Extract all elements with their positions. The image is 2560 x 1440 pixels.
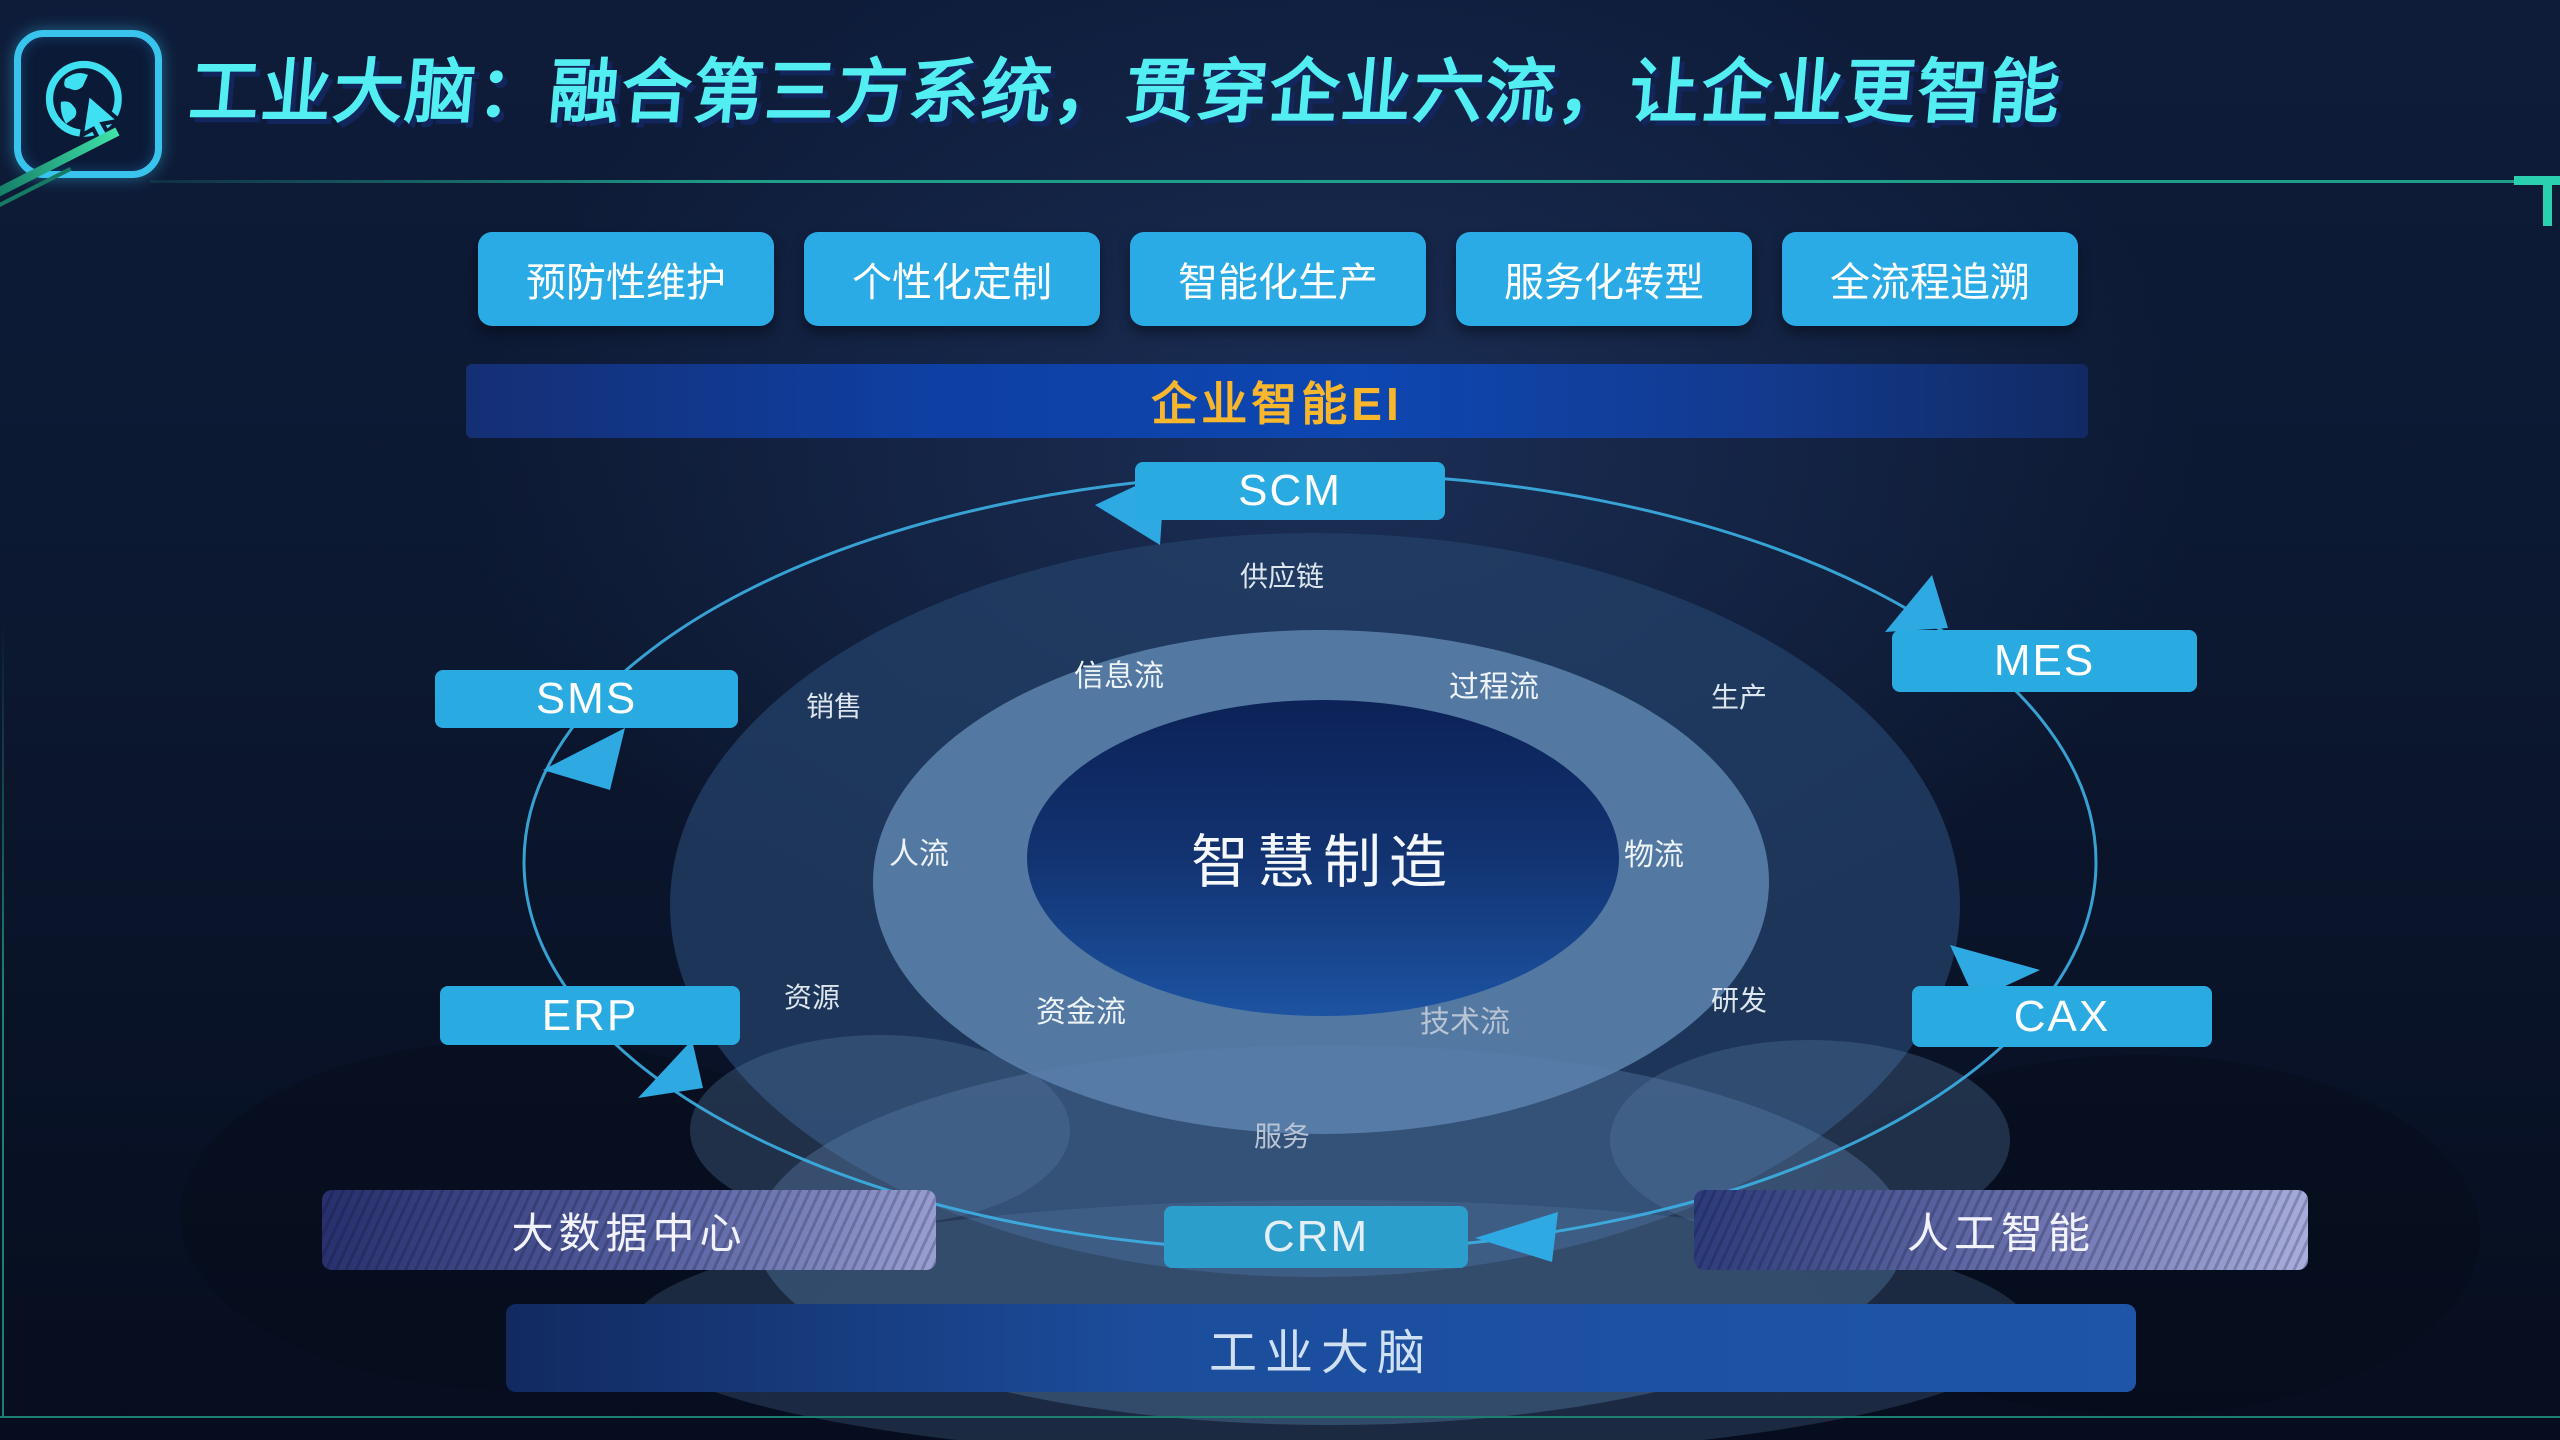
label-resource: 资源 <box>783 982 841 1013</box>
platform-big-data-center: 大数据中心 <box>322 1190 936 1270</box>
node-erp[interactable]: ERP <box>440 986 740 1045</box>
arrow-erp <box>638 1040 703 1098</box>
platform-big-data-label: 大数据中心 <box>511 1209 747 1257</box>
bottom-frame-line <box>0 1416 2560 1418</box>
node-cax[interactable]: CAX <box>1912 986 2212 1047</box>
globe-cursor-icon <box>45 60 124 150</box>
scenario-button-row: 预防性维护 个性化定制 智能化生产 服务化转型 全流程追溯 <box>478 232 2078 326</box>
corner-bracket-vertical <box>2543 176 2552 226</box>
node-sms[interactable]: SMS <box>435 670 738 728</box>
label-production: 生产 <box>1710 682 1768 713</box>
button-preventive-maintenance[interactable]: 预防性维护 <box>478 232 774 326</box>
arrow-sms <box>543 728 625 790</box>
label-logistics-flow: 物流 <box>1624 839 1684 872</box>
arrow-crm <box>1475 1212 1558 1262</box>
button-full-process-traceability[interactable]: 全流程追溯 <box>1782 232 2078 326</box>
left-frame-line <box>2 620 4 1416</box>
label-sales: 销售 <box>805 691 863 722</box>
button-personalized-customization[interactable]: 个性化定制 <box>804 232 1100 326</box>
button-service-transformation[interactable]: 服务化转型 <box>1456 232 1752 326</box>
button-intelligent-production[interactable]: 智能化生产 <box>1130 232 1426 326</box>
node-scm[interactable]: SCM <box>1135 462 1445 520</box>
label-capital-flow: 资金流 <box>1036 996 1126 1029</box>
label-process-flow: 过程流 <box>1449 671 1539 704</box>
label-supply-chain: 供应链 <box>1239 561 1325 592</box>
label-people-flow: 人流 <box>889 838 949 871</box>
core-circle <box>1027 700 1619 1016</box>
label-service: 服务 <box>1253 1121 1311 1152</box>
label-information-flow: 信息流 <box>1074 660 1164 693</box>
title-underline <box>150 180 2518 183</box>
light-cloud-left-lobe <box>690 1035 1070 1225</box>
node-mes[interactable]: MES <box>1892 630 2197 692</box>
label-rnd: 研发 <box>1710 985 1768 1016</box>
node-crm[interactable]: CRM <box>1164 1206 1468 1268</box>
platform-artificial-intelligence: 人工智能 <box>1694 1190 2308 1270</box>
arrow-mes <box>1885 575 1948 632</box>
platform-ai-label: 人工智能 <box>1906 1209 2095 1257</box>
label-smart-manufacturing: 智慧制造 <box>1190 830 1456 895</box>
industrial-brain-bar: 工业大脑 <box>506 1304 2136 1392</box>
label-technology-flow: 技术流 <box>1420 1006 1510 1039</box>
logo-badge <box>14 30 162 178</box>
corner-bracket-horizontal <box>2514 176 2560 185</box>
enterprise-intelligence-bar: 企业智能EI <box>466 364 2088 438</box>
